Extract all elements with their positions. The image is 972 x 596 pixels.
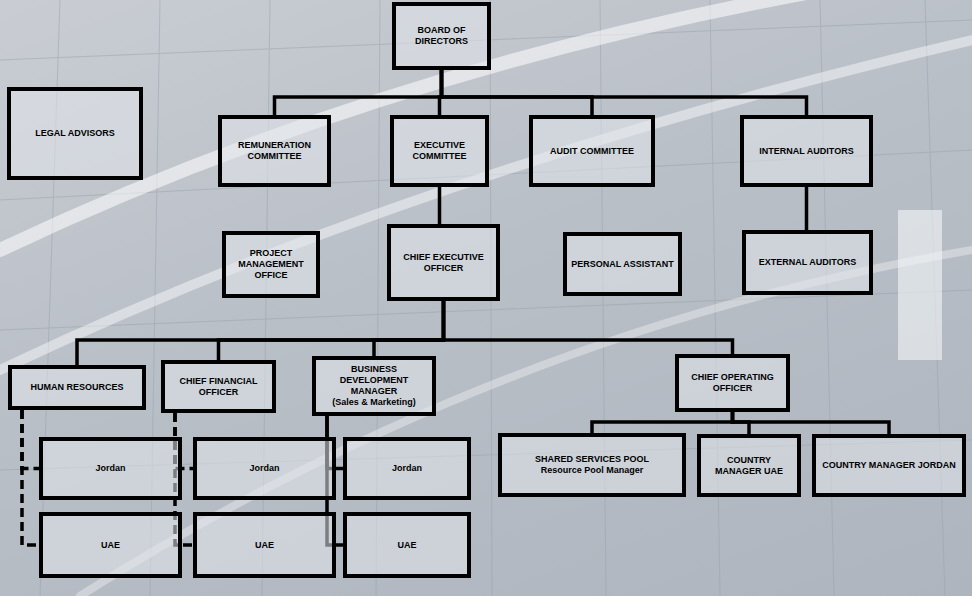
org-box: UAE bbox=[193, 512, 336, 578]
box-label: COUNTRY MANAGER UAE bbox=[705, 455, 793, 477]
org-box: UAE bbox=[39, 512, 182, 578]
box-label: CHIEF OPERATING OFFICER bbox=[683, 372, 782, 394]
dotted-reporting-line bbox=[22, 410, 39, 545]
box-label: CHIEF EXECUTIVE OFFICER bbox=[395, 252, 492, 274]
box-label: CHIEF FINANCIAL OFFICER bbox=[169, 376, 268, 398]
reporting-line bbox=[444, 301, 733, 354]
box-label: (Sales & Marketing) bbox=[332, 397, 416, 408]
box-label: COUNTRY MANAGER JORDAN bbox=[822, 460, 956, 471]
org-box: LEGAL ADVISORS bbox=[7, 87, 143, 180]
reporting-line bbox=[374, 301, 444, 356]
box-label: BUSINESS DEVELOPMENT MANAGER bbox=[320, 364, 428, 397]
box-label: AUDIT COMMITTEE bbox=[550, 146, 634, 157]
reporting-line bbox=[442, 70, 807, 115]
box-label: PERSONAL ASSISTANT bbox=[571, 259, 673, 270]
org-box: COUNTRY MANAGER UAE bbox=[697, 434, 801, 497]
org-box: CHIEF FINANCIAL OFFICER bbox=[161, 360, 276, 413]
window-glare bbox=[898, 210, 942, 360]
reporting-line bbox=[219, 301, 444, 360]
box-label: SHARED SERVICES POOL bbox=[535, 454, 649, 465]
box-label: HUMAN RESOURCES bbox=[30, 382, 123, 393]
org-box: COUNTRY MANAGER JORDAN bbox=[812, 434, 966, 497]
reporting-line bbox=[592, 412, 733, 433]
dotted-reporting-line bbox=[22, 410, 39, 469]
box-label: LEGAL ADVISORS bbox=[35, 128, 115, 139]
org-box: UAE bbox=[343, 512, 471, 578]
box-label: Jordan bbox=[95, 463, 125, 474]
org-box: BUSINESS DEVELOPMENT MANAGER(Sales & Mar… bbox=[312, 356, 436, 416]
org-box: Jordan bbox=[193, 437, 336, 500]
box-label: INTERNAL AUDITORS bbox=[759, 146, 853, 157]
org-box: CHIEF OPERATING OFFICER bbox=[675, 354, 790, 412]
box-label: UAE bbox=[101, 540, 120, 551]
reporting-line bbox=[805, 187, 809, 230]
box-label: Jordan bbox=[392, 463, 422, 474]
org-box: Jordan bbox=[39, 437, 182, 500]
org-box: EXECUTIVE COMMITTEE bbox=[390, 115, 489, 187]
box-label: EXTERNAL AUDITORS bbox=[759, 257, 856, 268]
org-box: CHIEF EXECUTIVE OFFICER bbox=[387, 224, 500, 301]
box-label: EXECUTIVE COMMITTEE bbox=[398, 140, 481, 162]
box-label: UAE bbox=[255, 540, 274, 551]
org-box: PERSONAL ASSISTANT bbox=[563, 232, 682, 296]
reporting-line bbox=[442, 70, 593, 115]
reporting-line bbox=[733, 412, 890, 434]
org-box: Jordan bbox=[343, 437, 471, 500]
org-box: REMUNERATION COMMITTEE bbox=[218, 115, 331, 187]
org-box: SHARED SERVICES POOLResource Pool Manage… bbox=[498, 433, 686, 497]
reporting-line bbox=[275, 70, 442, 115]
reporting-line bbox=[438, 187, 442, 224]
box-label: Resource Pool Manager bbox=[541, 465, 644, 476]
box-label: PROJECT MANAGEMENT OFFICE bbox=[230, 248, 312, 281]
org-box: PROJECT MANAGEMENT OFFICE bbox=[222, 231, 320, 298]
org-box: HUMAN RESOURCES bbox=[8, 365, 146, 410]
org-box: BOARD OF DIRECTORS bbox=[392, 2, 491, 70]
box-label: Jordan bbox=[249, 463, 279, 474]
box-label: UAE bbox=[397, 540, 416, 551]
org-box: AUDIT COMMITTEE bbox=[529, 115, 655, 187]
box-label: REMUNERATION COMMITTEE bbox=[226, 140, 323, 162]
org-box: EXTERNAL AUDITORS bbox=[742, 230, 873, 295]
box-label: BOARD OF DIRECTORS bbox=[400, 25, 483, 47]
org-box: INTERNAL AUDITORS bbox=[740, 115, 873, 187]
